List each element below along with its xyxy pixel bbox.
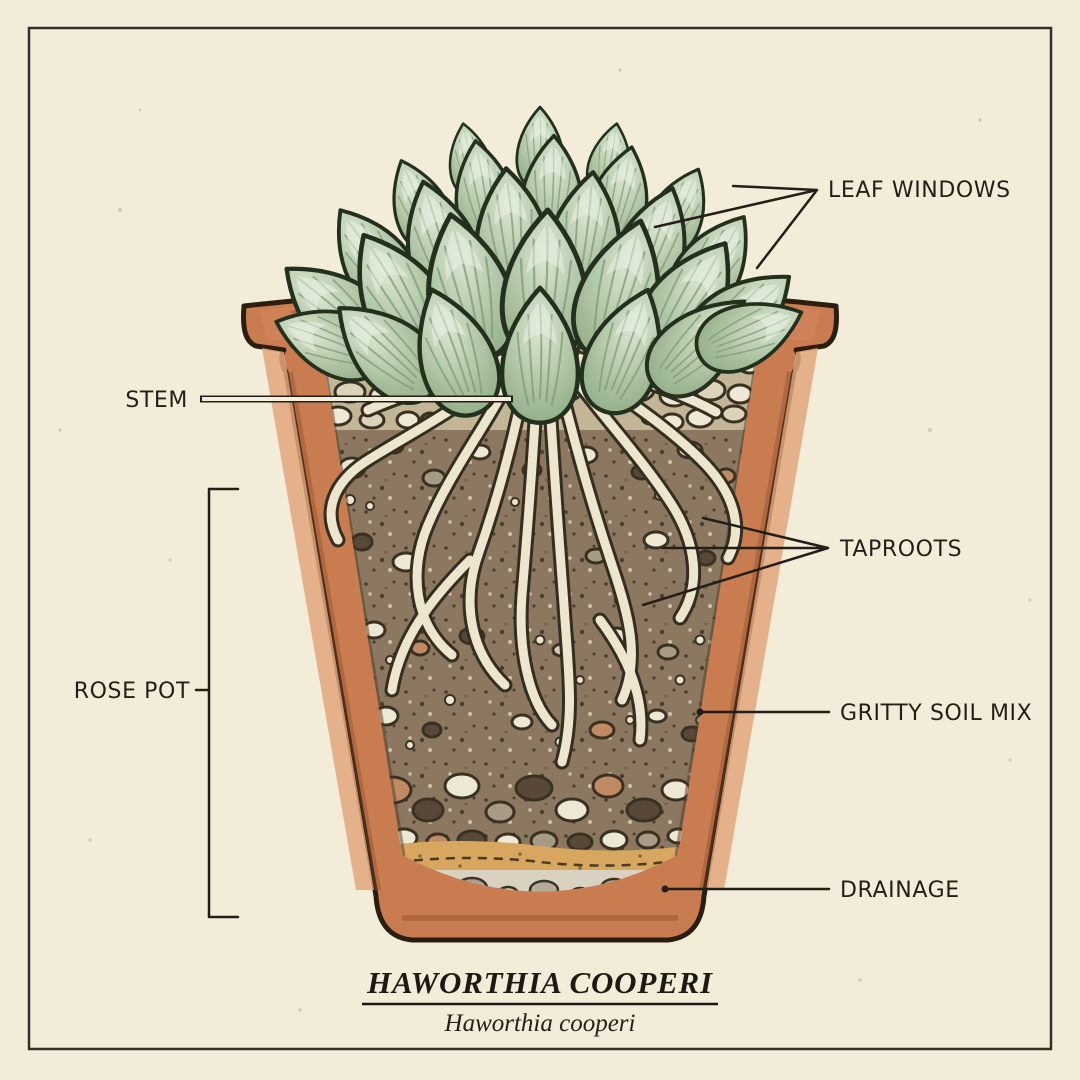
callout-taproots: TAPROOTS <box>641 516 962 607</box>
diagram-title: HAWORTHIA COOPERI <box>366 965 713 1000</box>
label-drainage: DRAINAGE <box>840 878 960 903</box>
callout-leaf-windows: LEAF WINDOWS <box>653 178 1011 270</box>
paper-texture <box>58 68 1032 1012</box>
label-gritty-soil-mix: GRITTY SOIL MIX <box>840 701 1032 726</box>
callout-drainage: DRAINAGE <box>661 878 960 903</box>
callout-rose-pot: ROSE POT <box>74 487 240 919</box>
label-rose-pot: ROSE POT <box>74 679 190 704</box>
title-block: HAWORTHIA COOPERI Haworthia cooperi <box>362 965 718 1037</box>
label-stem: STEM <box>125 388 188 413</box>
label-taproots: TAPROOTS <box>839 537 962 562</box>
label-leaf-windows: LEAF WINDOWS <box>828 178 1011 203</box>
callout-gritty-soil-mix: GRITTY SOIL MIX <box>696 701 1032 726</box>
diagram-subtitle: Haworthia cooperi <box>444 1010 636 1037</box>
page-border-frame <box>27 26 1053 1051</box>
callout-stem: STEM <box>125 388 513 413</box>
